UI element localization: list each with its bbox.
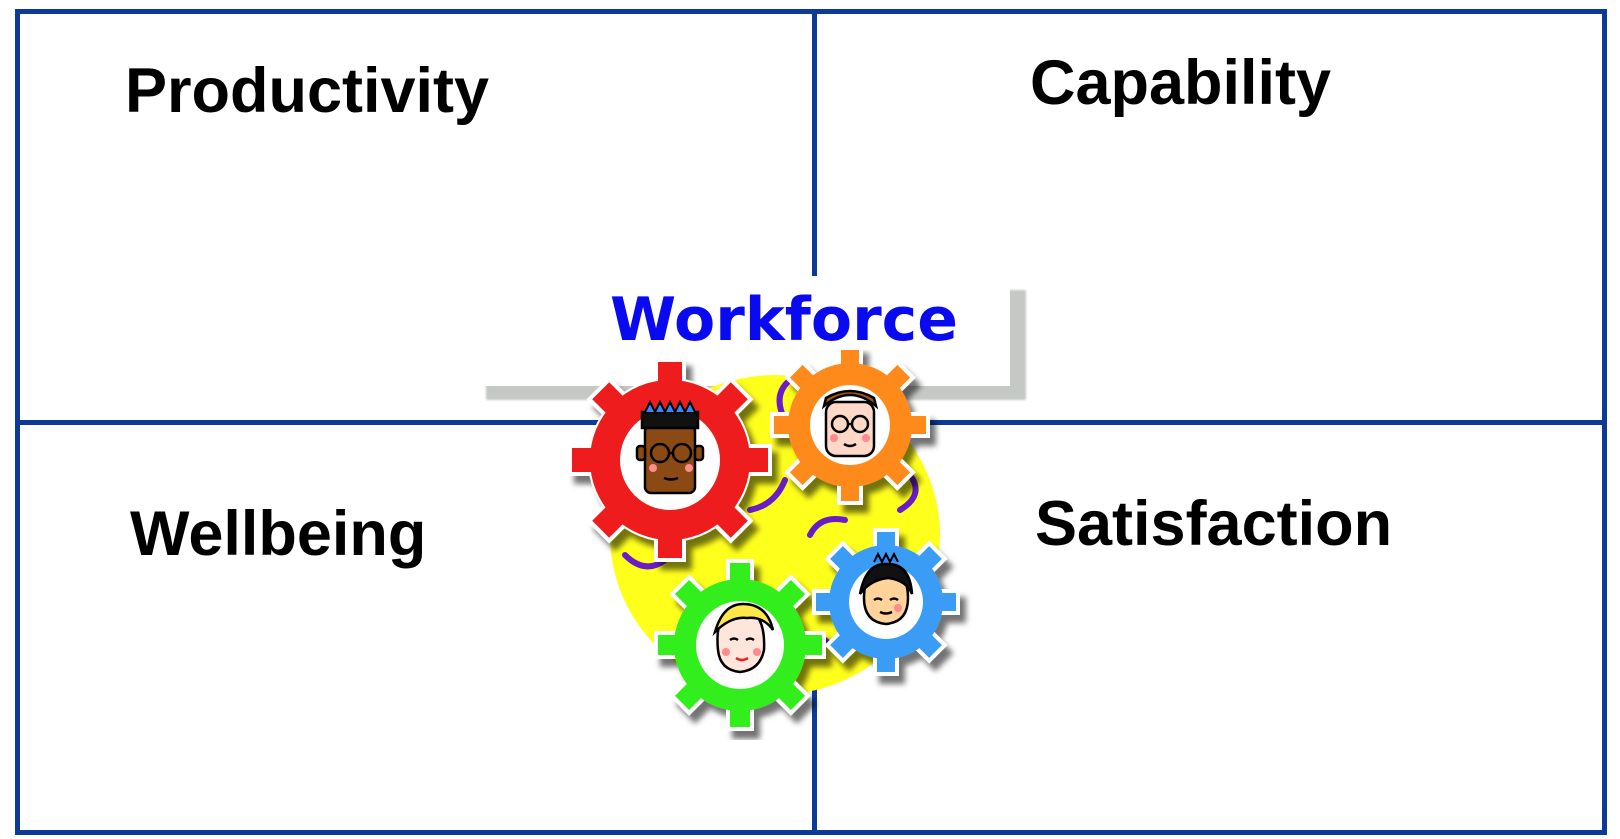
workforce-gears-illustration (568, 350, 960, 731)
quadrant-label-productivity: Productivity (125, 56, 490, 126)
center-title: Workforce (610, 285, 958, 355)
quadrant-label-capability: Capability (1030, 48, 1332, 118)
person-face-icon (635, 389, 914, 674)
quadrant-label-satisfaction: Satisfaction (1035, 489, 1393, 559)
quadrant-label-wellbeing: Wellbeing (130, 499, 427, 569)
center-panel (470, 276, 1010, 386)
